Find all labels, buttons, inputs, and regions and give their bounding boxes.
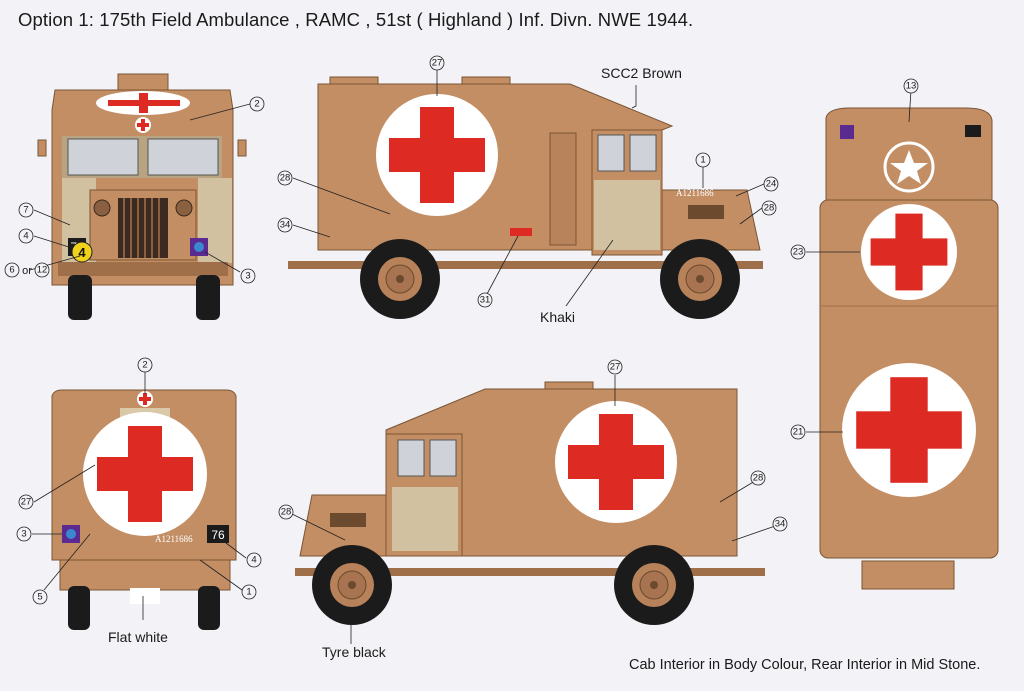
svg-text:4: 4 xyxy=(23,231,28,242)
callout-left-34: 34 xyxy=(772,516,788,532)
svg-text:2: 2 xyxy=(254,99,259,110)
svg-text:21: 21 xyxy=(793,427,804,438)
svg-text:27: 27 xyxy=(432,58,443,69)
svg-text:3: 3 xyxy=(245,271,250,282)
svg-text:28: 28 xyxy=(281,507,292,518)
rear-view: 76 A1211686 xyxy=(51,389,237,630)
callout-left-28a: 28 xyxy=(278,504,294,520)
callout-right-24: 24 xyxy=(763,176,779,192)
svg-text:5: 5 xyxy=(37,592,42,603)
svg-text:28: 28 xyxy=(280,173,291,184)
callout-front-3: 3 xyxy=(240,268,256,284)
callout-rear-27: 27 xyxy=(18,494,34,510)
svg-text:28: 28 xyxy=(764,203,775,214)
svg-text:3: 3 xyxy=(21,529,26,540)
svg-text:34: 34 xyxy=(775,519,786,530)
leader-lines xyxy=(29,70,912,644)
label-flat-white: Flat white xyxy=(108,629,168,645)
left-side-view xyxy=(295,381,765,626)
callout-rear-3: 3 xyxy=(16,526,32,542)
front-view: 76 4 xyxy=(37,73,247,320)
callout-front-2: 2 xyxy=(249,96,265,112)
svg-text:24: 24 xyxy=(766,179,777,190)
top-view xyxy=(819,107,999,590)
callout-rear-1: 1 xyxy=(241,584,257,600)
registration-right: A1211686 xyxy=(676,188,714,198)
label-tyre-black: Tyre black xyxy=(322,644,386,660)
right-side-view: A1211686 xyxy=(288,76,763,320)
callout-or-text: or xyxy=(22,265,32,277)
svg-text:1: 1 xyxy=(700,155,705,166)
svg-text:13: 13 xyxy=(906,81,917,92)
label-scc2-brown: SCC2 Brown xyxy=(601,65,682,81)
callout-right-27: 27 xyxy=(429,55,445,71)
registration-rear: A1211686 xyxy=(155,534,193,544)
callout-top-23: 23 xyxy=(790,244,806,260)
svg-text:28: 28 xyxy=(753,473,764,484)
callout-front-6: 6 xyxy=(4,262,20,278)
callout-top-13: 13 xyxy=(903,78,919,94)
callout-top-21: 21 xyxy=(790,424,806,440)
svg-text:27: 27 xyxy=(21,497,32,508)
callout-front-4: 4 xyxy=(18,228,34,244)
footer-note: Cab Interior in Body Colour, Rear Interi… xyxy=(629,657,981,673)
callout-right-1: 1 xyxy=(695,152,711,168)
svg-text:34: 34 xyxy=(280,220,291,231)
callout-left-27: 27 xyxy=(607,359,623,375)
callout-left-28b: 28 xyxy=(750,470,766,486)
label-khaki: Khaki xyxy=(540,309,576,325)
tac-number-rear: 76 xyxy=(211,528,225,542)
callout-markers: 2 7 4 6 12 3 27 28 34 1 24 28 31 13 23 2… xyxy=(4,55,919,605)
bridge-class-front: 4 xyxy=(78,245,86,260)
svg-text:6: 6 xyxy=(9,265,14,276)
svg-text:4: 4 xyxy=(251,555,256,566)
callout-right-34: 34 xyxy=(277,217,293,233)
callout-front-12: 12 xyxy=(34,262,50,278)
page-title: Option 1: 175th Field Ambulance , RAMC ,… xyxy=(18,9,694,30)
svg-text:23: 23 xyxy=(793,247,804,258)
callout-right-31: 31 xyxy=(477,292,493,308)
callout-right-28b: 28 xyxy=(761,200,777,216)
svg-text:2: 2 xyxy=(142,360,147,371)
svg-text:1: 1 xyxy=(246,587,251,598)
callout-right-28a: 28 xyxy=(277,170,293,186)
svg-text:31: 31 xyxy=(480,295,491,306)
svg-text:12: 12 xyxy=(37,265,48,276)
svg-text:7: 7 xyxy=(23,205,28,216)
callout-rear-5: 5 xyxy=(32,589,48,605)
callout-rear-2: 2 xyxy=(137,357,153,373)
callout-rear-4: 4 xyxy=(246,552,262,568)
svg-text:27: 27 xyxy=(610,362,621,373)
callout-front-7: 7 xyxy=(18,202,34,218)
